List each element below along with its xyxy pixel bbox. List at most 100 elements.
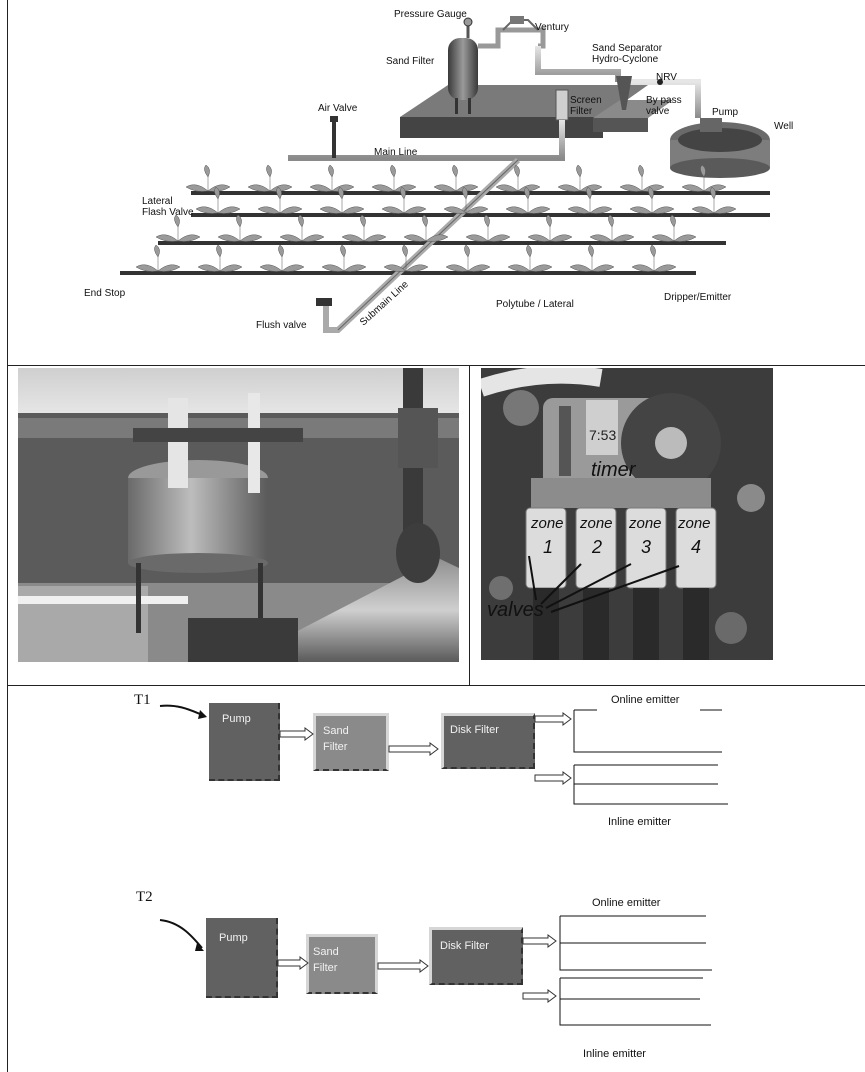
plant-icon <box>197 244 243 272</box>
t2-disk-filter-box: Disk Filter <box>429 927 523 985</box>
zone-3-label: zone <box>628 515 662 532</box>
zone-2-number: 2 <box>591 537 602 557</box>
treatment-t1: T1 Pump Sand Filter Disk Filter Online e… <box>0 686 865 876</box>
t2-arrow-disk-online <box>522 934 557 948</box>
plant-icon <box>247 164 293 192</box>
drip-system-diagram: Pressure Gauge Ventury Sand Filter Sand … <box>8 0 865 365</box>
plant-icon <box>371 164 417 192</box>
plant-icon <box>631 244 677 272</box>
label-screen-filter-line1: Screen <box>570 95 602 106</box>
t1-sand-filter-label: Sand Filter <box>323 725 349 753</box>
plant-icon <box>195 186 241 214</box>
zone-4-label: zone <box>677 515 711 532</box>
timer-display-text: 7:53 <box>589 427 616 443</box>
valves-label-text: valves <box>487 599 544 621</box>
plant-icon <box>259 244 305 272</box>
t1-label: T1 <box>134 692 151 708</box>
plant-icon <box>443 186 489 214</box>
plant-icon <box>319 186 365 214</box>
frame-divider-top <box>7 365 865 366</box>
frame-left-border <box>7 0 8 1072</box>
zone-4-number: 4 <box>691 537 701 557</box>
plant-icon <box>507 244 553 272</box>
label-pressure-gauge: Pressure Gauge <box>394 9 467 20</box>
sand-filter-field-photo <box>18 368 459 662</box>
plant-icon <box>135 244 181 272</box>
plant-icon <box>505 186 551 214</box>
t1-disk-filter-label: Disk Filter <box>450 724 499 736</box>
label-main-line: Main Line <box>374 147 418 158</box>
plant-icon <box>381 186 427 214</box>
label-hydro-cyclone: Hydro-Cyclone <box>592 54 659 65</box>
t2-arrow-disk-inline <box>522 989 557 1003</box>
plant-icon <box>619 164 665 192</box>
t1-pump-box: Pump <box>209 703 280 781</box>
frame-divider-photos <box>469 365 470 685</box>
plant-icon <box>341 214 387 242</box>
t2-label: T2 <box>136 889 153 905</box>
zone-1-label: zone <box>530 515 564 532</box>
plant-icon <box>589 214 635 242</box>
plant-icon <box>629 186 675 214</box>
treatment-t2: T2 Pump Sand Filter Disk Filter Online e… <box>0 886 865 1072</box>
label-by-pass-valve-line2: valve <box>646 106 670 117</box>
plant-icon <box>569 244 615 272</box>
t1-arrow-disk-inline <box>534 771 572 785</box>
frame-divider-middle <box>7 685 865 686</box>
t1-online-emitter-label: Online emitter <box>611 694 680 706</box>
label-ventury: Ventury <box>535 22 569 33</box>
plant-icon <box>185 164 231 192</box>
t2-arrow-sand-disk <box>377 959 429 973</box>
label-sand-filter: Sand Filter <box>386 56 435 67</box>
t1-disk-filter-box: Disk Filter <box>441 713 535 769</box>
t1-sand-filter-box: Sand Filter <box>313 713 389 771</box>
label-well: Well <box>774 121 794 132</box>
plant-icon <box>257 186 303 214</box>
zone-3-number: 3 <box>641 537 651 557</box>
label-by-pass-valve-line1: By pass <box>646 95 682 106</box>
timer-zones-photo: 7:53 timer zone 1 zone 2 zone 3 zone 4 v… <box>481 368 773 660</box>
label-nrv: NRV <box>656 72 677 83</box>
t2-online-emitter-label: Online emitter <box>592 897 661 909</box>
t1-pump-label: Pump <box>222 713 251 725</box>
plant-icon <box>309 164 355 192</box>
t1-inline-emitter-label: Inline emitter <box>608 816 671 828</box>
plant-icon <box>383 244 429 272</box>
t1-arrow-sand-disk <box>388 742 439 756</box>
drip-system-illustration <box>120 16 770 333</box>
t2-sand-filter-box: Sand Filter <box>306 934 378 994</box>
label-air-valve: Air Valve <box>318 103 358 114</box>
t2-pump-box: Pump <box>206 918 278 998</box>
zone-1-number: 1 <box>543 537 553 557</box>
t1-flow-lines <box>159 704 728 805</box>
label-lateral-line2: Flash Valve <box>142 207 194 218</box>
label-end-stop: End Stop <box>84 288 126 299</box>
t2-sand-filter-label: Sand Filter <box>313 946 339 974</box>
plant-icon <box>155 214 201 242</box>
plant-icon <box>681 164 727 192</box>
plant-icon <box>433 164 479 192</box>
t2-pump-label: Pump <box>219 932 248 944</box>
plant-icon <box>495 164 541 192</box>
label-lateral-line1: Lateral <box>142 196 173 207</box>
t2-inline-emitter-label: Inline emitter <box>583 1048 646 1060</box>
label-polytube: Polytube / Lateral <box>496 299 574 310</box>
plant-icon <box>445 244 491 272</box>
plant-icon <box>279 214 325 242</box>
t2-flow-lines <box>159 915 712 1026</box>
label-pump: Pump <box>712 107 739 118</box>
t2-arrow-pump-sand <box>277 956 309 970</box>
label-flush-valve: Flush valve <box>256 320 307 331</box>
t1-arrow-pump-sand <box>279 727 314 741</box>
label-sand-separator: Sand Separator <box>592 43 663 54</box>
plant-icon <box>567 186 613 214</box>
plant-icon <box>403 214 449 242</box>
timer-label-text: timer <box>591 459 637 481</box>
label-dripper-emitter: Dripper/Emitter <box>664 292 732 303</box>
plant-icon <box>465 214 511 242</box>
zone-2-label: zone <box>579 515 613 532</box>
t2-disk-filter-label: Disk Filter <box>440 940 489 952</box>
plant-icon <box>691 186 737 214</box>
plant-icon <box>527 214 573 242</box>
plant-icon <box>217 214 263 242</box>
